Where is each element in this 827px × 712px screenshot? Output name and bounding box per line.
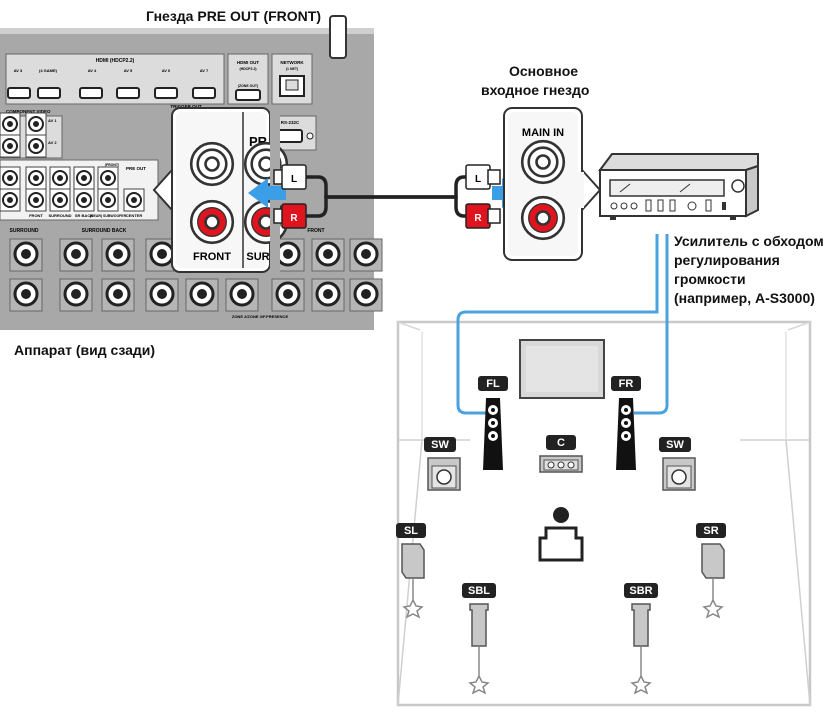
amp-caption-line3: громкости xyxy=(674,271,746,287)
speaker-sw-left-label: SW xyxy=(431,439,449,451)
hdmi-header: HDMI (HDCP2.2) xyxy=(96,58,135,64)
speaker-sw-right-label: SW xyxy=(666,439,684,451)
network-label: NETWORK xyxy=(280,60,304,65)
hdmi-label: AV 7 xyxy=(200,68,209,73)
unit-caption: Аппарат (вид сзади) xyxy=(14,342,156,358)
speaker-sl: SL xyxy=(396,523,426,618)
main-in-title-line1: Основное xyxy=(509,63,579,79)
speaker-center: C xyxy=(539,435,583,473)
speaker-fr: FR xyxy=(611,376,641,470)
hdmi-label: AV 3 xyxy=(14,68,23,73)
speaker-sw-left: SW xyxy=(424,437,461,491)
pre-out-center-label: CENTER xyxy=(126,213,143,218)
hdmi-inputs: AV 3 (4 GAME) AV 4 AV 5 AV 6 AV 7 xyxy=(7,68,216,99)
speaker-sw-right: SW xyxy=(659,437,696,491)
hdmi-port xyxy=(79,87,103,99)
terminal-surround-label: SURROUND xyxy=(10,228,39,234)
hdmi-out-sub: (HDCP2.2) xyxy=(239,67,256,71)
terminal-surround-back-label: SURROUND BACK xyxy=(82,228,127,234)
hdmi-port xyxy=(7,87,31,99)
pre-out-front-small: (FRONT) xyxy=(105,163,119,167)
zoom-front-red-jack xyxy=(189,199,235,245)
pre-out-front-label: FRONT xyxy=(29,213,43,218)
main-in-red-jack xyxy=(520,195,566,241)
cable-left-plug-l-label: L xyxy=(291,174,297,185)
speaker-sr-label: SR xyxy=(703,525,718,537)
speaker-sl-label: SL xyxy=(404,525,418,537)
hdmi-out-port xyxy=(235,89,261,101)
cable-right-plug-l-label: L xyxy=(475,174,481,185)
zoom-front-white-jack xyxy=(189,141,235,187)
hdmi-port xyxy=(154,87,178,99)
hdmi-port xyxy=(192,87,216,99)
component-video-label: COMPONENT VIDEO xyxy=(6,109,51,114)
listening-room xyxy=(396,320,812,707)
network-sub: (1 NET) xyxy=(286,67,298,71)
cable-right-plug-r-label: R xyxy=(474,213,482,224)
hdmi-label: AV 6 xyxy=(162,68,171,73)
speaker-wires xyxy=(456,222,670,415)
rs232c-label: RS-232C xyxy=(281,120,300,125)
speaker-sbr-label: SBR xyxy=(629,585,652,597)
av2-label: AV 2 xyxy=(48,140,57,145)
hdmi-port xyxy=(37,87,61,99)
hdmi-label: AV 5 xyxy=(124,68,133,73)
main-in-box: MAIN IN xyxy=(503,107,602,261)
main-in-label: MAIN IN xyxy=(522,127,564,139)
hdmi-port xyxy=(116,87,140,99)
zone-label: ZONE 2/ZONE 3/F.PRESENCE xyxy=(232,314,289,319)
terminal-front-label: FRONT xyxy=(307,228,324,234)
pre-out-subwoofer-label: (REAR) SUBWOOFER xyxy=(90,214,127,218)
amplifier xyxy=(598,153,759,220)
speaker-sbr: SBR xyxy=(624,583,658,694)
speaker-sbl-label: SBL xyxy=(468,585,490,597)
av1-label: AV 1 xyxy=(48,118,57,123)
zoom-sur-label: SUR xyxy=(246,251,269,263)
amp-caption-line2: регулирования xyxy=(674,252,780,268)
pre-out-srback-label: SR BACK xyxy=(75,213,93,218)
arrow-into-pre-out xyxy=(248,178,286,208)
pre-out-title: Гнезда PRE OUT (FRONT) xyxy=(146,8,322,24)
trigger-out-label: TRIGGER OUT xyxy=(170,104,202,109)
speaker-fr-label: FR xyxy=(619,378,634,390)
hdmi-label: AV 4 xyxy=(88,68,97,73)
speaker-sbl: SBL xyxy=(462,583,496,694)
main-in-white-jack xyxy=(520,139,566,185)
zone-out-label: (ZONE OUT) xyxy=(238,84,258,88)
speaker-c-label: C xyxy=(557,437,565,449)
hdmi-label: (4 GAME) xyxy=(39,68,58,73)
amp-caption-line4: (например, A-S3000) xyxy=(674,290,815,306)
speaker-sr: SR xyxy=(696,523,726,618)
antenna-jack xyxy=(329,15,347,59)
main-in-title-line2: входное гнездо xyxy=(481,82,590,98)
cable-left-plug-r-label: R xyxy=(290,213,298,224)
rca-cable: L R L R xyxy=(273,164,501,229)
zoom-front-label: FRONT xyxy=(193,251,231,263)
speaker-fl: FL xyxy=(478,376,508,470)
pre-out-surround-label: SURROUND xyxy=(48,213,71,218)
amp-caption-line1: Усилитель с обходом xyxy=(674,233,824,249)
hdmi-out-label: HDMI OUT xyxy=(237,60,259,65)
pre-out-label: PRE OUT xyxy=(126,166,146,171)
listener-icon xyxy=(538,507,584,562)
speaker-fl-label: FL xyxy=(486,378,500,390)
